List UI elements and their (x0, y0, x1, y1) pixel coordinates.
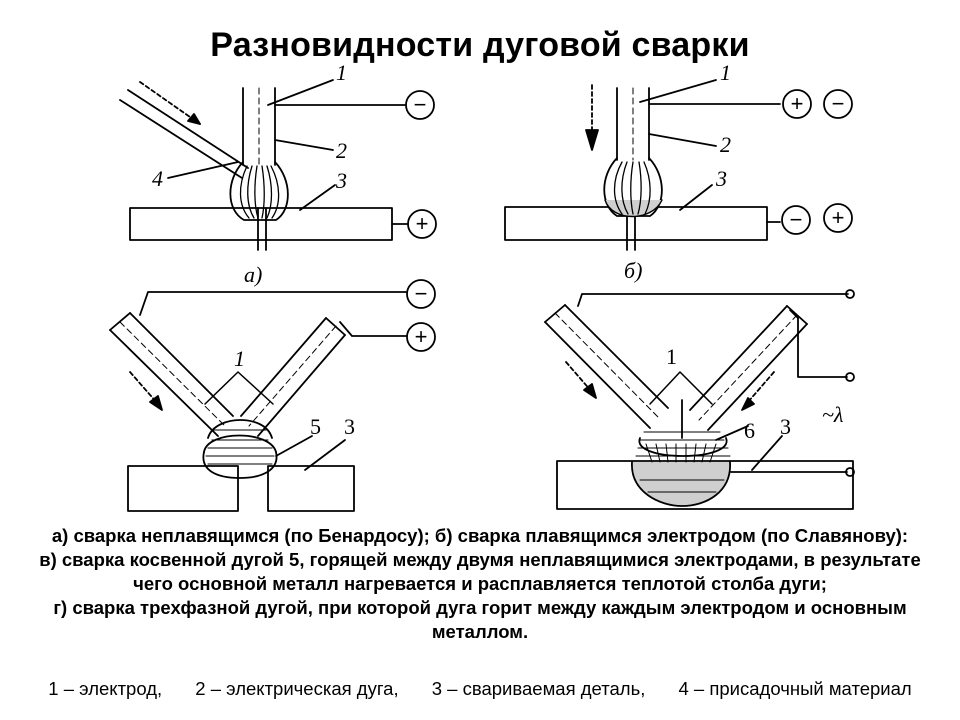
legend-item-workpiece: 3 – свариваемая деталь, (431, 678, 646, 699)
panel-a-plus-sign: + (416, 211, 429, 236)
panel-g-center-electrode (649, 371, 713, 439)
panel-a-workpiece (129, 207, 393, 241)
legend-item-filler: 4 – присадочный материал (678, 678, 912, 699)
panel-b-electrode (616, 87, 650, 161)
panel-g-workpiece (556, 460, 854, 510)
panel-a-plus-terminal (407, 209, 437, 239)
panel-a-letter: а) (244, 262, 262, 287)
panel-v-callout-3: 3 (344, 414, 355, 439)
panel-v-callout-5: 5 (310, 414, 321, 439)
panel-a-arc (229, 161, 289, 221)
panel-g-callout-3: 3 (780, 414, 791, 439)
panel-b-workpiece-plus-sign: + (832, 205, 845, 230)
panel-v-callout-1: 1 (234, 346, 245, 371)
caption-line-g: г) сварка трехфазной дугой, при которой … (53, 597, 907, 642)
panel-a-minus-sign: − (414, 92, 427, 117)
panel-v-workpiece-right (267, 465, 355, 512)
panel-b-minus-terminal (823, 89, 853, 119)
panel-a-callout-1: 1 (336, 60, 347, 85)
panel-v-arc-column (204, 371, 274, 405)
panel-v-minus-sign: − (415, 281, 428, 306)
panel-b (504, 79, 853, 251)
panel-v-minus-terminal (406, 279, 436, 309)
panel-b-plus-terminal (782, 89, 812, 119)
panel-a-callout-3: 3 (335, 168, 347, 193)
panel-g-left-electrode (544, 304, 669, 429)
panel-v-plus-sign: + (415, 324, 428, 349)
panel-g-supply-label: ~λ (822, 402, 843, 427)
panel-g-terminal-2 (845, 372, 855, 382)
panel-v-arc (202, 419, 278, 479)
panel-g (544, 289, 855, 510)
panel-v-workpiece-left (127, 465, 239, 512)
legend-item-arc: 2 – электрическая дуга, (195, 678, 399, 699)
panel-g-left-arrow (565, 361, 597, 399)
legend: 1 – электрод, 2 – электрическая дуга, 3 … (30, 677, 930, 720)
panel-a (119, 79, 437, 251)
panel-g-right-electrode (689, 305, 808, 431)
panel-b-arc (603, 157, 663, 218)
caption-line-a-b: а) сварка неплавящимся (по Бенардосу); б… (51, 525, 909, 546)
panel-v (109, 279, 436, 512)
panel-v-feed-arrow (129, 371, 163, 411)
panel-b-letter: б) (624, 258, 642, 283)
panel-b-plus-sign: + (791, 91, 804, 116)
panel-b-minus-sign: − (832, 91, 845, 116)
legend-item-electrode: 1 – электрод, (48, 678, 163, 699)
panel-v-right-electrode (240, 317, 346, 437)
panel-a-electrode (242, 87, 276, 166)
panel-b-callout-2: 2 (720, 132, 731, 157)
panel-v-left-electrode (109, 312, 234, 437)
panel-a-callout-4: 4 (152, 166, 163, 191)
panel-a-callout-2: 2 (336, 138, 347, 163)
panel-b-workpiece-minus-sign: − (790, 207, 803, 232)
panel-b-callout-3: 3 (715, 166, 727, 191)
panel-g-right-arrow (741, 371, 775, 411)
panel-b-minus-workpiece-terminal (781, 205, 811, 235)
panel-a-minus-terminal (405, 90, 435, 120)
panel-g-callout-6: 6 (744, 418, 755, 443)
panel-g-terminal-1 (845, 289, 855, 299)
panel-g-terminal-3 (845, 467, 855, 477)
caption-line-v: в) сварка косвенной дугой 5, горящей меж… (39, 549, 921, 594)
panel-v-plus-terminal (406, 322, 436, 352)
panel-b-plus-workpiece-terminal (823, 203, 853, 233)
panel-b-callout-1: 1 (720, 60, 731, 85)
panel-b-feed-arrow (585, 84, 599, 151)
panel-g-callout-1: 1 (666, 344, 677, 369)
figure-caption: а) сварка неплавящимся (по Бенардосу); б… (30, 524, 930, 644)
panel-g-arc-and-pool (631, 431, 731, 507)
page-title: Разновидности дуговой сварки (210, 26, 750, 64)
panel-a-feed-arrow (139, 81, 201, 125)
